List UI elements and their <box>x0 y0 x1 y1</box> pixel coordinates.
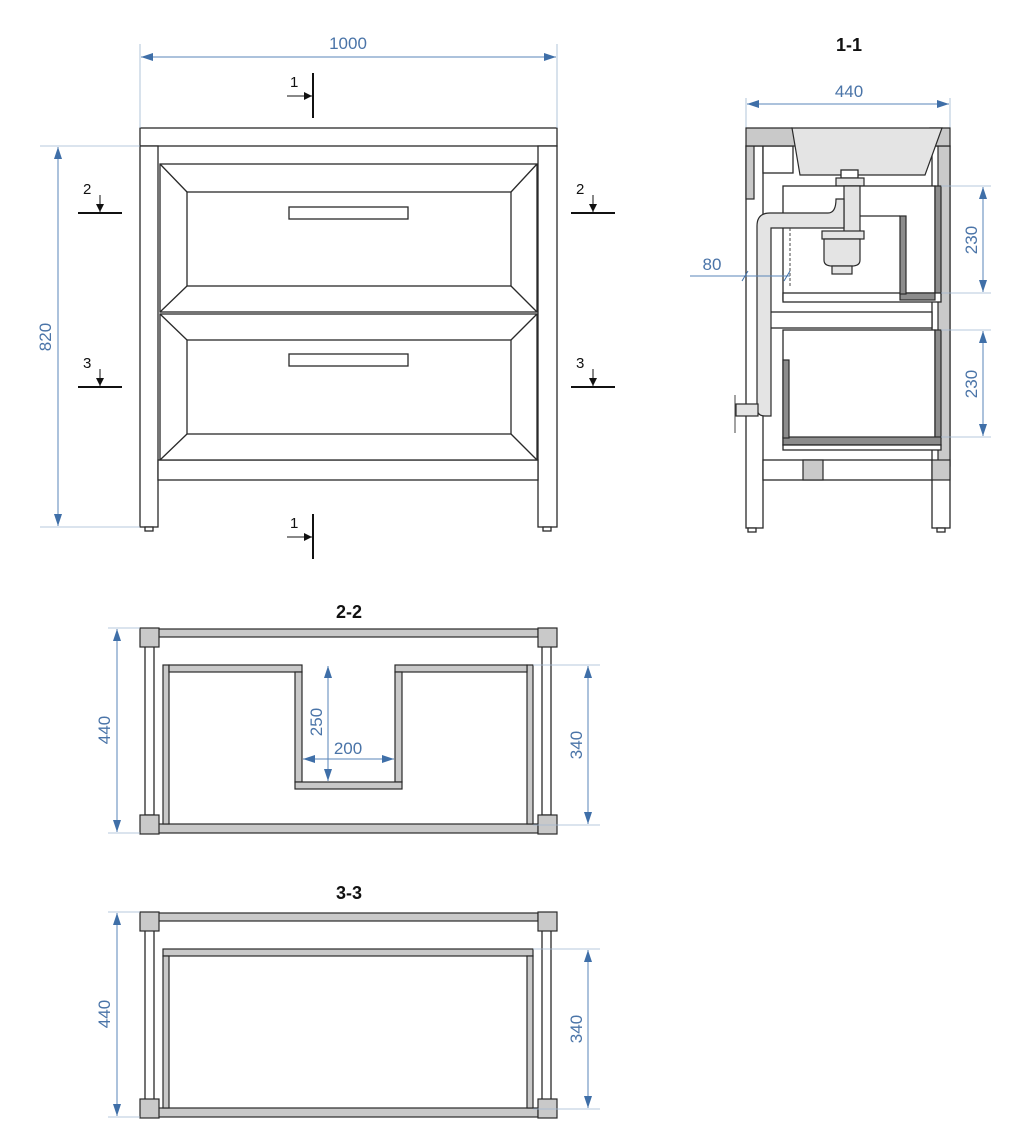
depth-dimension: 440 <box>95 716 114 744</box>
drawer-depth-dimension: 340 <box>567 731 586 759</box>
siphon <box>735 185 865 417</box>
section-marker-3-right: 3 <box>571 355 615 388</box>
section-marker-3-left: 3 <box>78 355 122 388</box>
corner-post <box>537 627 558 648</box>
width-dimension: 1000 <box>329 34 367 53</box>
section-marker-1-top: 1 <box>287 73 314 118</box>
svg-text:2: 2 <box>576 181 584 198</box>
height-dimension: 820 <box>36 323 55 351</box>
drawer-handle <box>288 206 409 220</box>
pipe-offset-dimension: 80 <box>703 255 722 274</box>
bottom-drawer <box>159 313 538 461</box>
svg-text:2: 2 <box>83 181 91 198</box>
corner-post <box>139 627 160 648</box>
section-title: 3-3 <box>336 883 362 903</box>
cutout-width-dimension: 200 <box>334 739 362 758</box>
depth-dimension: 440 <box>95 1000 114 1028</box>
bottom-rail <box>157 459 539 481</box>
cutout-depth-dimension: 250 <box>307 708 326 736</box>
drawer-with-cutout <box>162 664 534 825</box>
section-3-3: 3-3 340 440 <box>95 883 600 1119</box>
basin <box>791 127 943 176</box>
section-2-2: 2-2 250 200 340 440 <box>95 602 600 835</box>
corner-post <box>537 1098 558 1119</box>
svg-text:3: 3 <box>576 355 584 372</box>
corner-post <box>537 814 558 835</box>
corner-post <box>139 1098 160 1119</box>
svg-text:1: 1 <box>290 515 298 532</box>
section-marker-1-bottom: 1 <box>287 514 314 559</box>
section-title: 2-2 <box>336 602 362 622</box>
bottom-rail <box>762 459 933 481</box>
left-leg <box>139 145 159 528</box>
drawer-handle <box>288 353 409 367</box>
upper-drawer-height-dimension: 230 <box>962 226 981 254</box>
section-title: 1-1 <box>836 35 862 55</box>
corner-post <box>139 911 160 932</box>
svg-text:3: 3 <box>83 355 91 372</box>
drawer-depth-dimension: 340 <box>567 1015 586 1043</box>
middle-rail <box>769 311 933 329</box>
lower-drawer <box>782 329 936 446</box>
corner-post <box>537 911 558 932</box>
countertop <box>139 127 558 147</box>
top-drawer <box>159 163 538 313</box>
lower-drawer-height-dimension: 230 <box>962 370 981 398</box>
right-leg <box>537 145 558 528</box>
front-view: 1000 820 1 1 2 2 3 <box>36 34 615 559</box>
drain-pipe <box>756 198 845 417</box>
section-marker-2-left: 2 <box>78 181 122 214</box>
section-marker-2-right: 2 <box>571 181 615 214</box>
section-1-1: 1-1 440 <box>690 35 991 533</box>
depth-dimension: 440 <box>835 82 863 101</box>
drawer <box>162 948 534 1109</box>
svg-text:1: 1 <box>290 74 298 91</box>
corner-post <box>139 814 160 835</box>
